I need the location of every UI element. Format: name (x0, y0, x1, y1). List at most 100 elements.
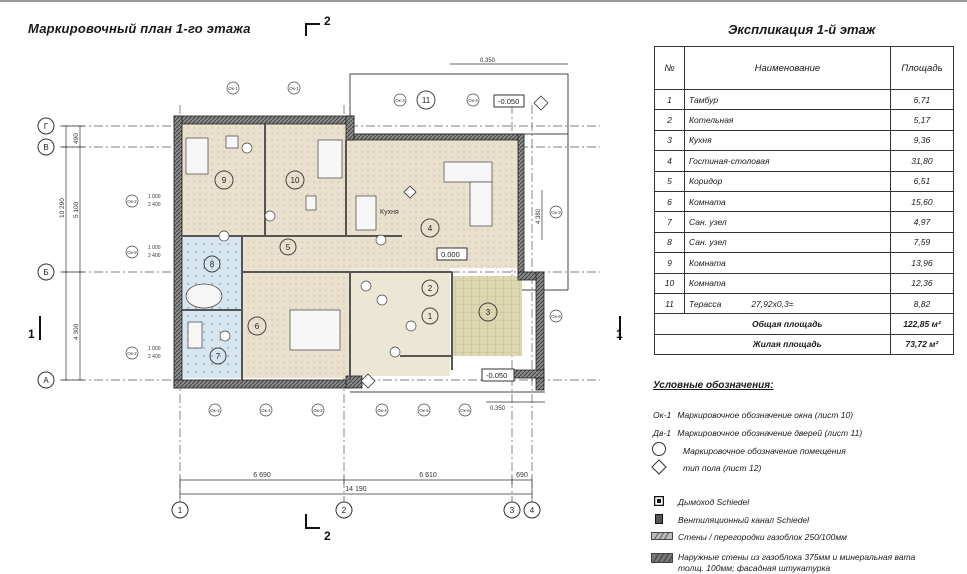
floor-type-diamond-icon (651, 459, 667, 475)
svg-text:Ок-3: Ок-3 (551, 210, 561, 215)
svg-text:Г: Г (44, 122, 49, 131)
svg-text:1: 1 (178, 506, 183, 515)
header-area: Площадь (889, 46, 955, 90)
total-area-value: 122,85 м² (889, 313, 955, 335)
svg-text:Ок-5: Ок-5 (127, 250, 137, 255)
svg-text:14 190: 14 190 (345, 486, 367, 493)
legend-door: Дв-1 Маркировочное обозначение дверей (л… (653, 428, 862, 438)
svg-text:6 690: 6 690 (253, 472, 271, 479)
legend-partition-text: Стены / перегородки газоблок 250/100мм (678, 532, 847, 542)
legend-window: Ок-1 Маркировочное обозначение окна (лис… (653, 410, 853, 420)
outer-walls (173, 115, 545, 391)
svg-text:Ок-1: Ок-1 (289, 86, 299, 91)
level-terrace: -0.050 (498, 97, 519, 106)
svg-text:1: 1 (28, 327, 35, 341)
legend-window-text: Маркировочное обозначение окна (лист 10) (677, 410, 854, 420)
room-label-5: 5 (286, 243, 291, 252)
room-marker-icon (652, 442, 666, 456)
legend-floor-text: тип пола (лист 12) (683, 463, 762, 473)
row-axis-markers: Г В Б А (37, 117, 55, 389)
svg-text:0.350: 0.350 (480, 58, 496, 64)
living-area-label: Жилая площадь (684, 333, 891, 356)
room-label-4: 4 (428, 224, 433, 233)
left-dimension-values: 10 290 5 100 4 300 490 (59, 133, 80, 340)
svg-text:4: 4 (530, 506, 535, 515)
room-label-8: 8 (210, 260, 215, 269)
svg-text:Ок-6: Ок-6 (551, 314, 561, 319)
level-porch: -0.050 (486, 371, 507, 380)
svg-text:2 400: 2 400 (148, 253, 161, 259)
svg-text:1 000: 1 000 (148, 245, 161, 251)
terrace-name: Терасса (689, 298, 722, 309)
outer-wall-hatch-icon (651, 553, 673, 563)
room-label-9: 9 (222, 176, 227, 185)
furniture (185, 135, 493, 351)
room-label-1: 1 (428, 312, 433, 321)
interior-partitions (182, 124, 453, 380)
svg-text:Ок-2: Ок-2 (127, 199, 137, 204)
terrace-dimension-lines (450, 63, 568, 403)
svg-text:Ок-1: Ок-1 (261, 408, 271, 413)
terrace-dimension-values: 0.350 0.350 4 380 (480, 58, 542, 412)
svg-text:0.350: 0.350 (490, 406, 506, 412)
column-axis-markers: 1 2 3 4 (171, 501, 541, 519)
svg-text:10 290: 10 290 (59, 198, 66, 218)
svg-text:1 000: 1 000 (148, 346, 161, 352)
legend-chimney-text: Дымоход Schiedel (678, 497, 750, 507)
room-markers: 9 10 4 5 8 6 7 2 1 3 11 (203, 90, 498, 365)
level-main: 0.000 (441, 250, 460, 259)
svg-text:5 100: 5 100 (73, 201, 80, 218)
section-cut-labels: 2 2 1 1 (28, 14, 623, 543)
opening-markers (125, 81, 563, 417)
room-label-7: 7 (216, 352, 221, 361)
terrace-calc: 27,92х0,3= (751, 298, 794, 309)
svg-text:2: 2 (342, 506, 347, 515)
partition-hatch-icon (651, 532, 673, 540)
svg-text:4 380: 4 380 (536, 208, 542, 224)
svg-text:490: 490 (73, 133, 80, 144)
room-label-11: 11 (422, 96, 431, 105)
svg-text:Ок-5: Ок-5 (419, 408, 429, 413)
legend-title: Условные обозначения: (653, 380, 774, 391)
level-marks: -0.050 0.000 -0.050 (436, 94, 525, 382)
svg-text:6 610: 6 610 (419, 472, 437, 479)
legend-door-text: Маркировочное обозначение дверей (лист 1… (677, 428, 863, 438)
svg-text:690: 690 (516, 472, 528, 479)
kitchen-plan-label: Кухня (380, 209, 399, 216)
legend-window-code: Ок-1 (653, 410, 672, 420)
left-dimension-lines (62, 125, 84, 381)
header-num: № (654, 46, 685, 90)
svg-text:1: 1 (616, 327, 623, 341)
legend-vent-text: Вентиляционный канал Schiedel (678, 515, 810, 525)
explication-header-row: № Наименование Площадь (654, 46, 955, 90)
legend-outer-wall-text-2: толщ. 100мм; фасадная штукатурка (678, 563, 831, 573)
header-name: Наименование (684, 46, 891, 90)
room-label-2: 2 (428, 284, 433, 293)
bottom-dimension-lines (179, 476, 533, 498)
svg-text:1 000: 1 000 (148, 194, 161, 200)
svg-text:3: 3 (510, 506, 515, 515)
floor-type-marks (360, 95, 549, 389)
svg-text:Ок-2: Ок-2 (313, 408, 323, 413)
living-area-value: 73,72 м² (889, 333, 955, 356)
svg-text:Б: Б (43, 268, 48, 277)
svg-text:Ок-4: Ок-4 (468, 98, 478, 103)
corridor-floor (242, 236, 402, 272)
svg-text:Ок-2: Ок-2 (127, 351, 137, 356)
svg-text:2 400: 2 400 (148, 354, 161, 360)
svg-text:Ок-6: Ок-6 (460, 408, 470, 413)
room-label-10: 10 (291, 176, 300, 185)
